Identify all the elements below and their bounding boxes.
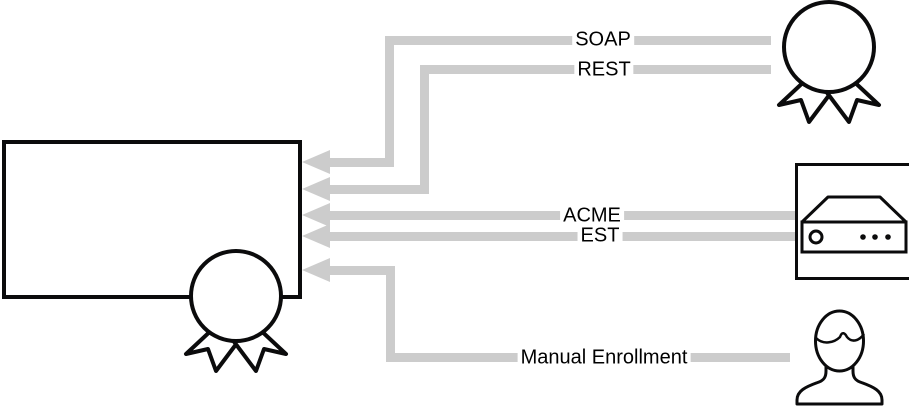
acme-arrowhead-icon (302, 203, 330, 227)
label-manual: Manual Enrollment (517, 346, 691, 370)
connector-manual-vertical (386, 266, 395, 362)
certificate-authority-box (2, 140, 302, 299)
connector-rest-horizontal-left (330, 185, 429, 194)
connector-rest-vertical (420, 65, 429, 194)
connector-soap-horizontal-left (330, 158, 394, 167)
ribbon-badge-icon (777, 0, 881, 124)
rest-arrowhead-icon (302, 177, 330, 201)
label-rest: REST (574, 58, 634, 82)
connector-manual-horizontal-left (330, 266, 395, 275)
person-icon (795, 309, 884, 406)
connector-soap-vertical (385, 36, 394, 167)
soap-arrowhead-icon (302, 150, 330, 174)
label-acme: ACME (560, 204, 624, 228)
network-device-plate (795, 163, 909, 280)
label-soap: SOAP (572, 28, 634, 52)
label-est: EST (577, 224, 623, 248)
est-arrowhead-icon (302, 224, 330, 248)
ca-ribbon-seal-icon (184, 249, 288, 373)
manual-arrowhead-icon (302, 258, 330, 282)
connector-est (330, 232, 795, 241)
appliance-icon (800, 195, 908, 254)
